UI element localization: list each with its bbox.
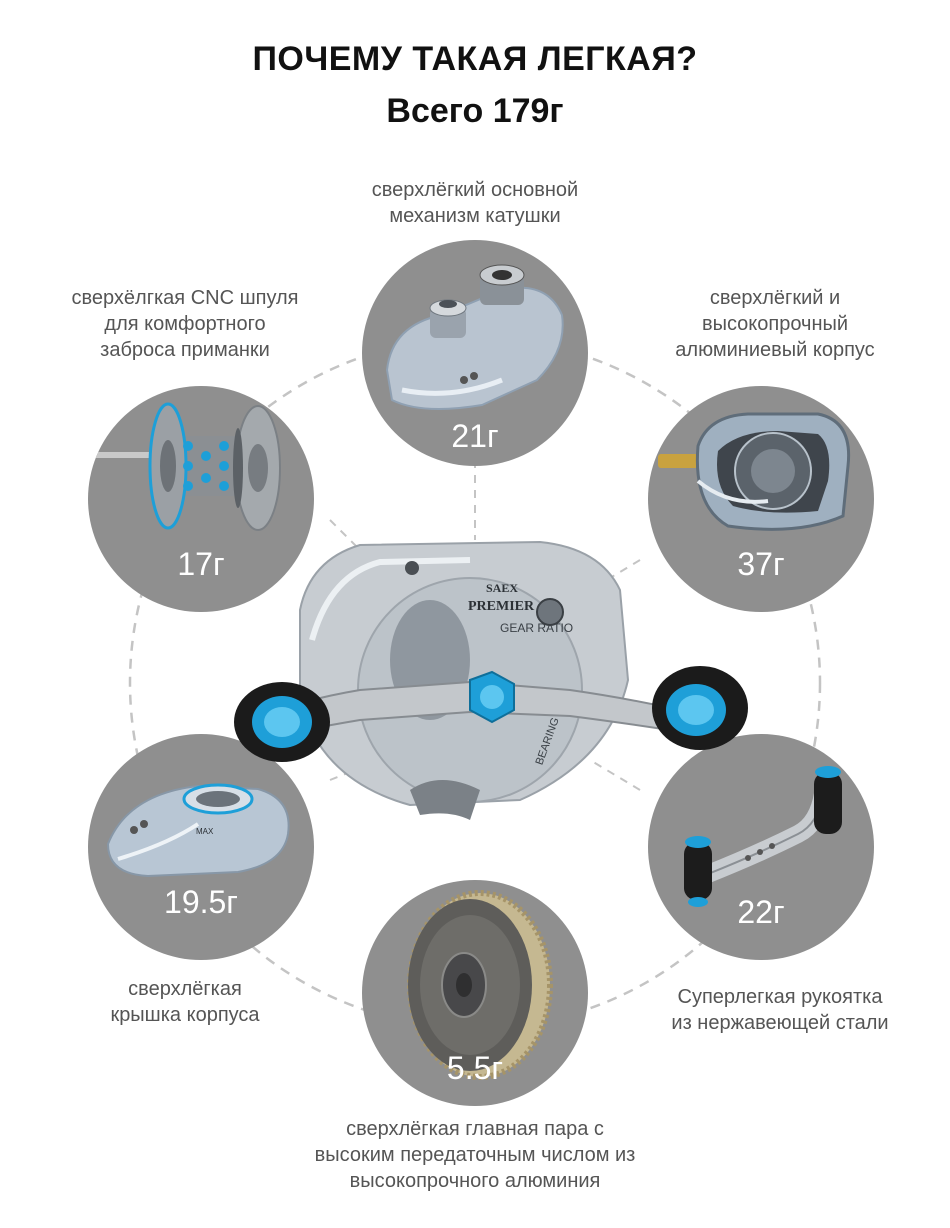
part-main-mechanism: 21г: [362, 240, 588, 466]
caption-main-mechanism: сверхлёгкий основной механизм катушки: [371, 179, 579, 227]
reel-model-text: PREMIER: [468, 599, 535, 614]
reel-gear-text: GEAR RATIO: [500, 621, 573, 635]
caption-cnc-spool: сверхёлгкая CNC шпуля для комфортного за…: [71, 287, 299, 361]
weight-body-cover: 19.5г: [164, 884, 238, 920]
caption-steel-handle: Суперлегкая рукоятка из нержавеющей стал…: [671, 986, 889, 1034]
part-steel-handle: 22г: [648, 734, 874, 960]
steel-handle-image: [684, 766, 842, 907]
part-cnc-spool: 17г: [88, 386, 314, 612]
weight-aluminum-body: 37г: [737, 546, 785, 582]
weight-cnc-spool: 17г: [177, 546, 225, 582]
caption-aluminum-body: сверхлёгкий и высокопрочный алюминиевый …: [675, 287, 875, 361]
page-title: ПОЧЕМУ ТАКАЯ ЛЕГКАЯ?: [252, 40, 698, 78]
main-mechanism-image: [385, 264, 564, 410]
part-aluminum-body: 37г: [648, 386, 874, 612]
weight-steel-handle: 22г: [737, 894, 785, 930]
part-main-gear: 5.5г: [362, 880, 588, 1106]
reel-brand-text: SAEX: [486, 581, 518, 595]
weight-main-gear: 5.5г: [446, 1050, 504, 1086]
cnc-spool-image: [88, 402, 281, 531]
aluminum-body-image: [658, 412, 851, 531]
caption-body-cover: сверхлёгкая крышка корпуса: [110, 978, 260, 1026]
part-body-cover: MAX 19.5г: [88, 734, 314, 960]
caption-main-gear: сверхлёгкая главная пара с высоким перед…: [314, 1118, 636, 1192]
total-weight-subtitle: Всего 179г: [386, 92, 564, 130]
cover-max-label: MAX: [196, 827, 214, 836]
body-cover-image: MAX: [106, 783, 290, 878]
main-gear-image: [407, 890, 553, 1080]
weight-main-mechanism: 21г: [451, 418, 499, 454]
